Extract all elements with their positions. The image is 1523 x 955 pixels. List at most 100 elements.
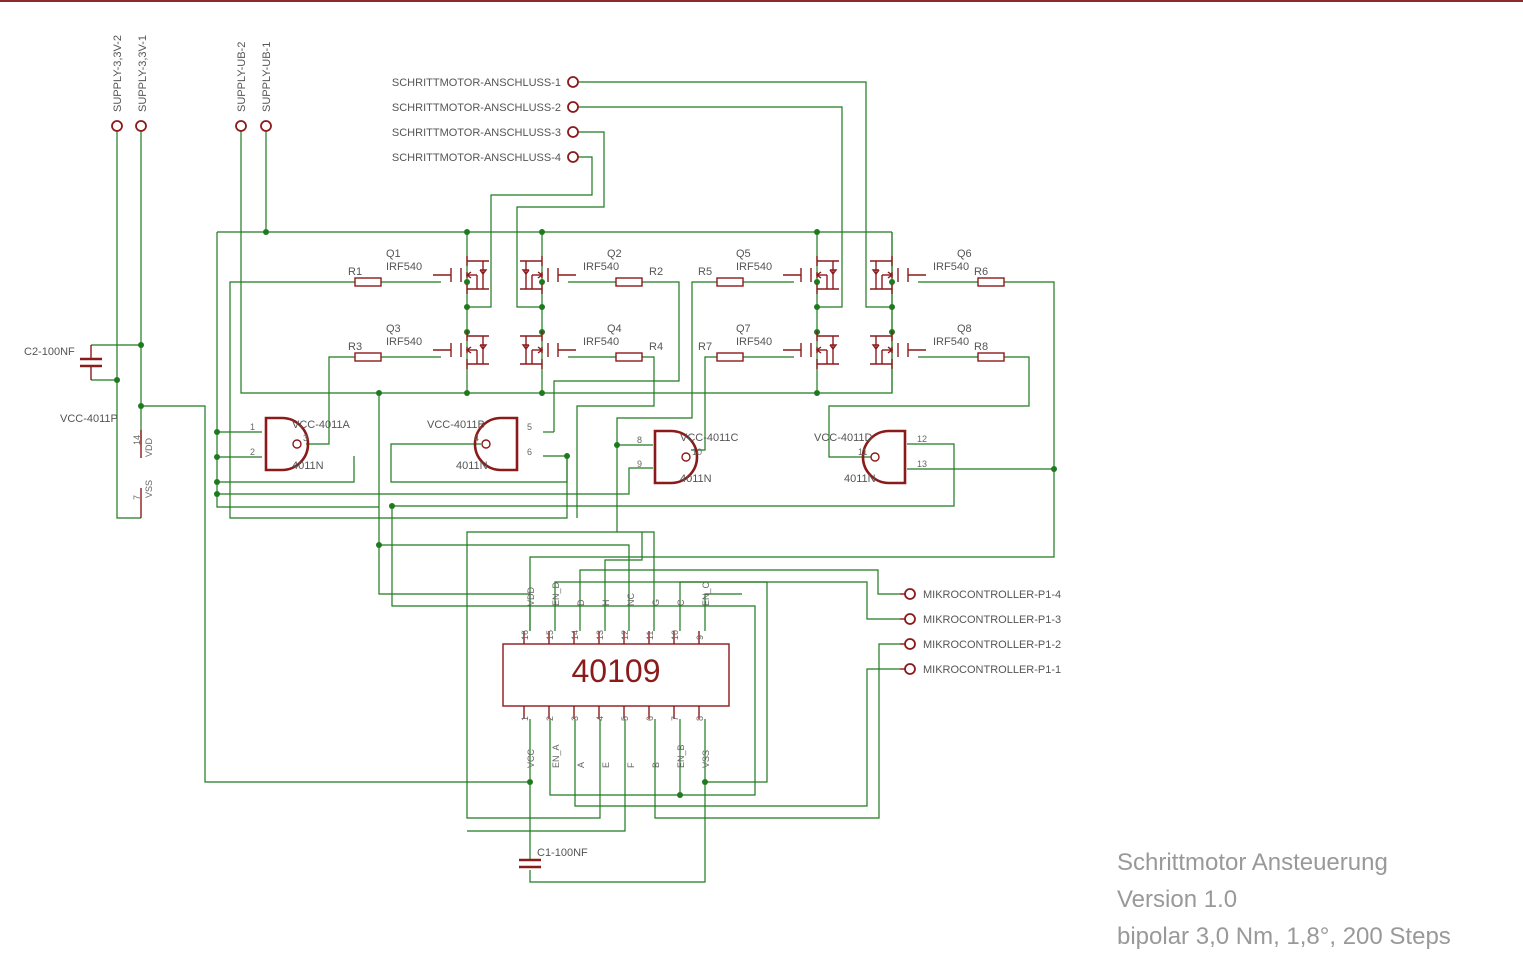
svg-text:1: 1: [250, 422, 255, 432]
svg-text:IRF540: IRF540: [583, 336, 619, 348]
svg-text:14: 14: [570, 630, 580, 640]
supply-connector-group: SUPPLY-3,3V-2 SUPPLY-3,3V-1 SUPPLY-UB-2 …: [111, 35, 273, 132]
nand-gate-c: VCC-4011C 4011N 8 9 10: [637, 429, 739, 485]
title-block: Schrittmotor Ansteuerung Version 1.0 bip…: [1117, 844, 1451, 955]
svg-text:IRF540: IRF540: [386, 336, 422, 348]
nand-gate-d: VCC-4011D 4011N 12 13 11: [814, 429, 927, 485]
svg-text:R5: R5: [698, 266, 712, 278]
svg-text:IRF540: IRF540: [933, 261, 969, 273]
svg-text:IRF540: IRF540: [736, 336, 772, 348]
svg-text:VDD: VDD: [526, 586, 536, 606]
mosfet-q4: Q4 IRF540: [519, 323, 622, 370]
supply-ub-1-label: SUPPLY-UB-1: [261, 42, 273, 112]
resistor-r2: R2: [615, 266, 663, 287]
capacitor-c2: C2-100NF: [24, 345, 102, 380]
motor-1-pad: [567, 76, 579, 88]
motor-2-pad: [567, 101, 579, 113]
svg-text:NC: NC: [626, 593, 636, 606]
svg-text:10: 10: [692, 447, 702, 457]
svg-text:10: 10: [670, 630, 680, 640]
junction-dots: [114, 229, 1057, 798]
svg-text:F: F: [626, 762, 636, 768]
svg-text:4011N: 4011N: [292, 460, 324, 472]
svg-text:IRF540: IRF540: [736, 261, 772, 273]
supply-3v3-2-pad: [111, 120, 123, 132]
svg-text:EN_D: EN_D: [551, 581, 561, 606]
svg-text:Q7: Q7: [736, 323, 751, 335]
svg-text:16: 16: [520, 630, 530, 640]
mosfet-q2: Q2 IRF540: [519, 248, 622, 295]
svg-text:VCC-4011A: VCC-4011A: [292, 419, 351, 431]
svg-text:VCC-4011P: VCC-4011P: [60, 413, 118, 425]
mosfet-q3: Q3 IRF540: [386, 323, 490, 370]
svg-text:3: 3: [570, 716, 580, 721]
supply-ub-2-label: SUPPLY-UB-2: [236, 42, 248, 112]
motor-2-label: SCHRITTMOTOR-ANSCHLUSS-2: [392, 102, 561, 114]
svg-text:5: 5: [620, 716, 630, 721]
svg-text:R2: R2: [649, 266, 663, 278]
svg-text:R1: R1: [348, 266, 362, 278]
wire-layer: [91, 81, 1055, 883]
supply-ub-1-pad: [260, 120, 272, 132]
resistor-r8: R8: [974, 341, 1005, 362]
svg-text:7: 7: [670, 716, 680, 721]
supply-3v3-1-pad: [135, 120, 147, 132]
motor-connector-group: SCHRITTMOTOR-ANSCHLUSS-1 SCHRITTMOTOR-AN…: [392, 76, 579, 164]
ic-label: 40109: [572, 653, 661, 689]
svg-text:VCC-4011B: VCC-4011B: [427, 419, 485, 431]
frame-border: [0, 0, 1523, 2]
svg-text:Q3: Q3: [386, 323, 401, 335]
mcu-p1-3-label: MIKROCONTROLLER-P1-3: [923, 614, 1061, 626]
resistor-r3: R3: [348, 341, 382, 362]
mcu-p1-4-label: MIKROCONTROLLER-P1-4: [923, 589, 1061, 601]
svg-text:4011N: 4011N: [456, 460, 488, 472]
svg-text:IRF540: IRF540: [386, 261, 422, 273]
mosfet-q1: Q1 IRF540: [386, 248, 490, 295]
mcu-p1-1-label: MIKROCONTROLLER-P1-1: [923, 664, 1061, 676]
svg-text:11: 11: [645, 631, 655, 640]
supply-3v3-1-label: SUPPLY-3,3V-1: [137, 35, 149, 112]
svg-text:11: 11: [858, 447, 867, 457]
svg-text:4: 4: [595, 716, 605, 721]
nand-gate-a: VCC-4011A 4011N 1 2 3: [250, 416, 351, 472]
svg-text:VSS: VSS: [144, 480, 154, 498]
svg-text:12: 12: [917, 434, 927, 444]
svg-text:12: 12: [620, 630, 630, 640]
mosfet-q5: Q5 IRF540: [736, 248, 840, 295]
svg-text:Q2: Q2: [607, 248, 622, 260]
motor-4-label: SCHRITTMOTOR-ANSCHLUSS-4: [392, 152, 561, 164]
svg-text:1: 1: [520, 716, 530, 721]
mcu-p1-4-pad: [904, 588, 916, 600]
svg-text:2: 2: [545, 716, 555, 721]
svg-text:7: 7: [132, 495, 142, 500]
svg-text:Q4: Q4: [607, 323, 622, 335]
resistor-r5: R5: [698, 266, 744, 287]
svg-text:R8: R8: [974, 341, 988, 353]
title-block-motor-spec: bipolar 3,0 Nm, 1,8°, 200 Steps: [1117, 923, 1451, 950]
mcu-p1-2-label: MIKROCONTROLLER-P1-2: [923, 639, 1061, 651]
svg-text:C2-100NF: C2-100NF: [24, 346, 75, 358]
svg-text:D: D: [576, 599, 586, 606]
svg-text:5: 5: [527, 422, 532, 432]
supply-ub-2-pad: [235, 120, 247, 132]
mcu-p1-3-pad: [904, 613, 916, 625]
svg-text:3: 3: [303, 433, 308, 443]
svg-text:15: 15: [545, 630, 555, 640]
svg-text:4011N: 4011N: [844, 473, 876, 485]
svg-text:9: 9: [637, 459, 642, 469]
svg-text:VSS: VSS: [701, 750, 711, 768]
svg-text:C1-100NF: C1-100NF: [537, 847, 588, 859]
svg-text:8: 8: [637, 435, 642, 445]
svg-text:2: 2: [250, 447, 255, 457]
svg-text:4: 4: [474, 433, 479, 443]
svg-text:VCC-4011D: VCC-4011D: [814, 432, 873, 444]
mosfet-q7: Q7 IRF540: [736, 323, 840, 370]
svg-text:C: C: [676, 599, 686, 606]
ic-body: [502, 643, 730, 707]
svg-text:R4: R4: [649, 341, 663, 353]
svg-text:R7: R7: [698, 341, 712, 353]
mcu-connector-group: MIKROCONTROLLER-P1-4 MIKROCONTROLLER-P1-…: [900, 588, 1061, 676]
svg-text:A: A: [576, 762, 586, 768]
svg-text:VCC-4011C: VCC-4011C: [680, 432, 739, 444]
